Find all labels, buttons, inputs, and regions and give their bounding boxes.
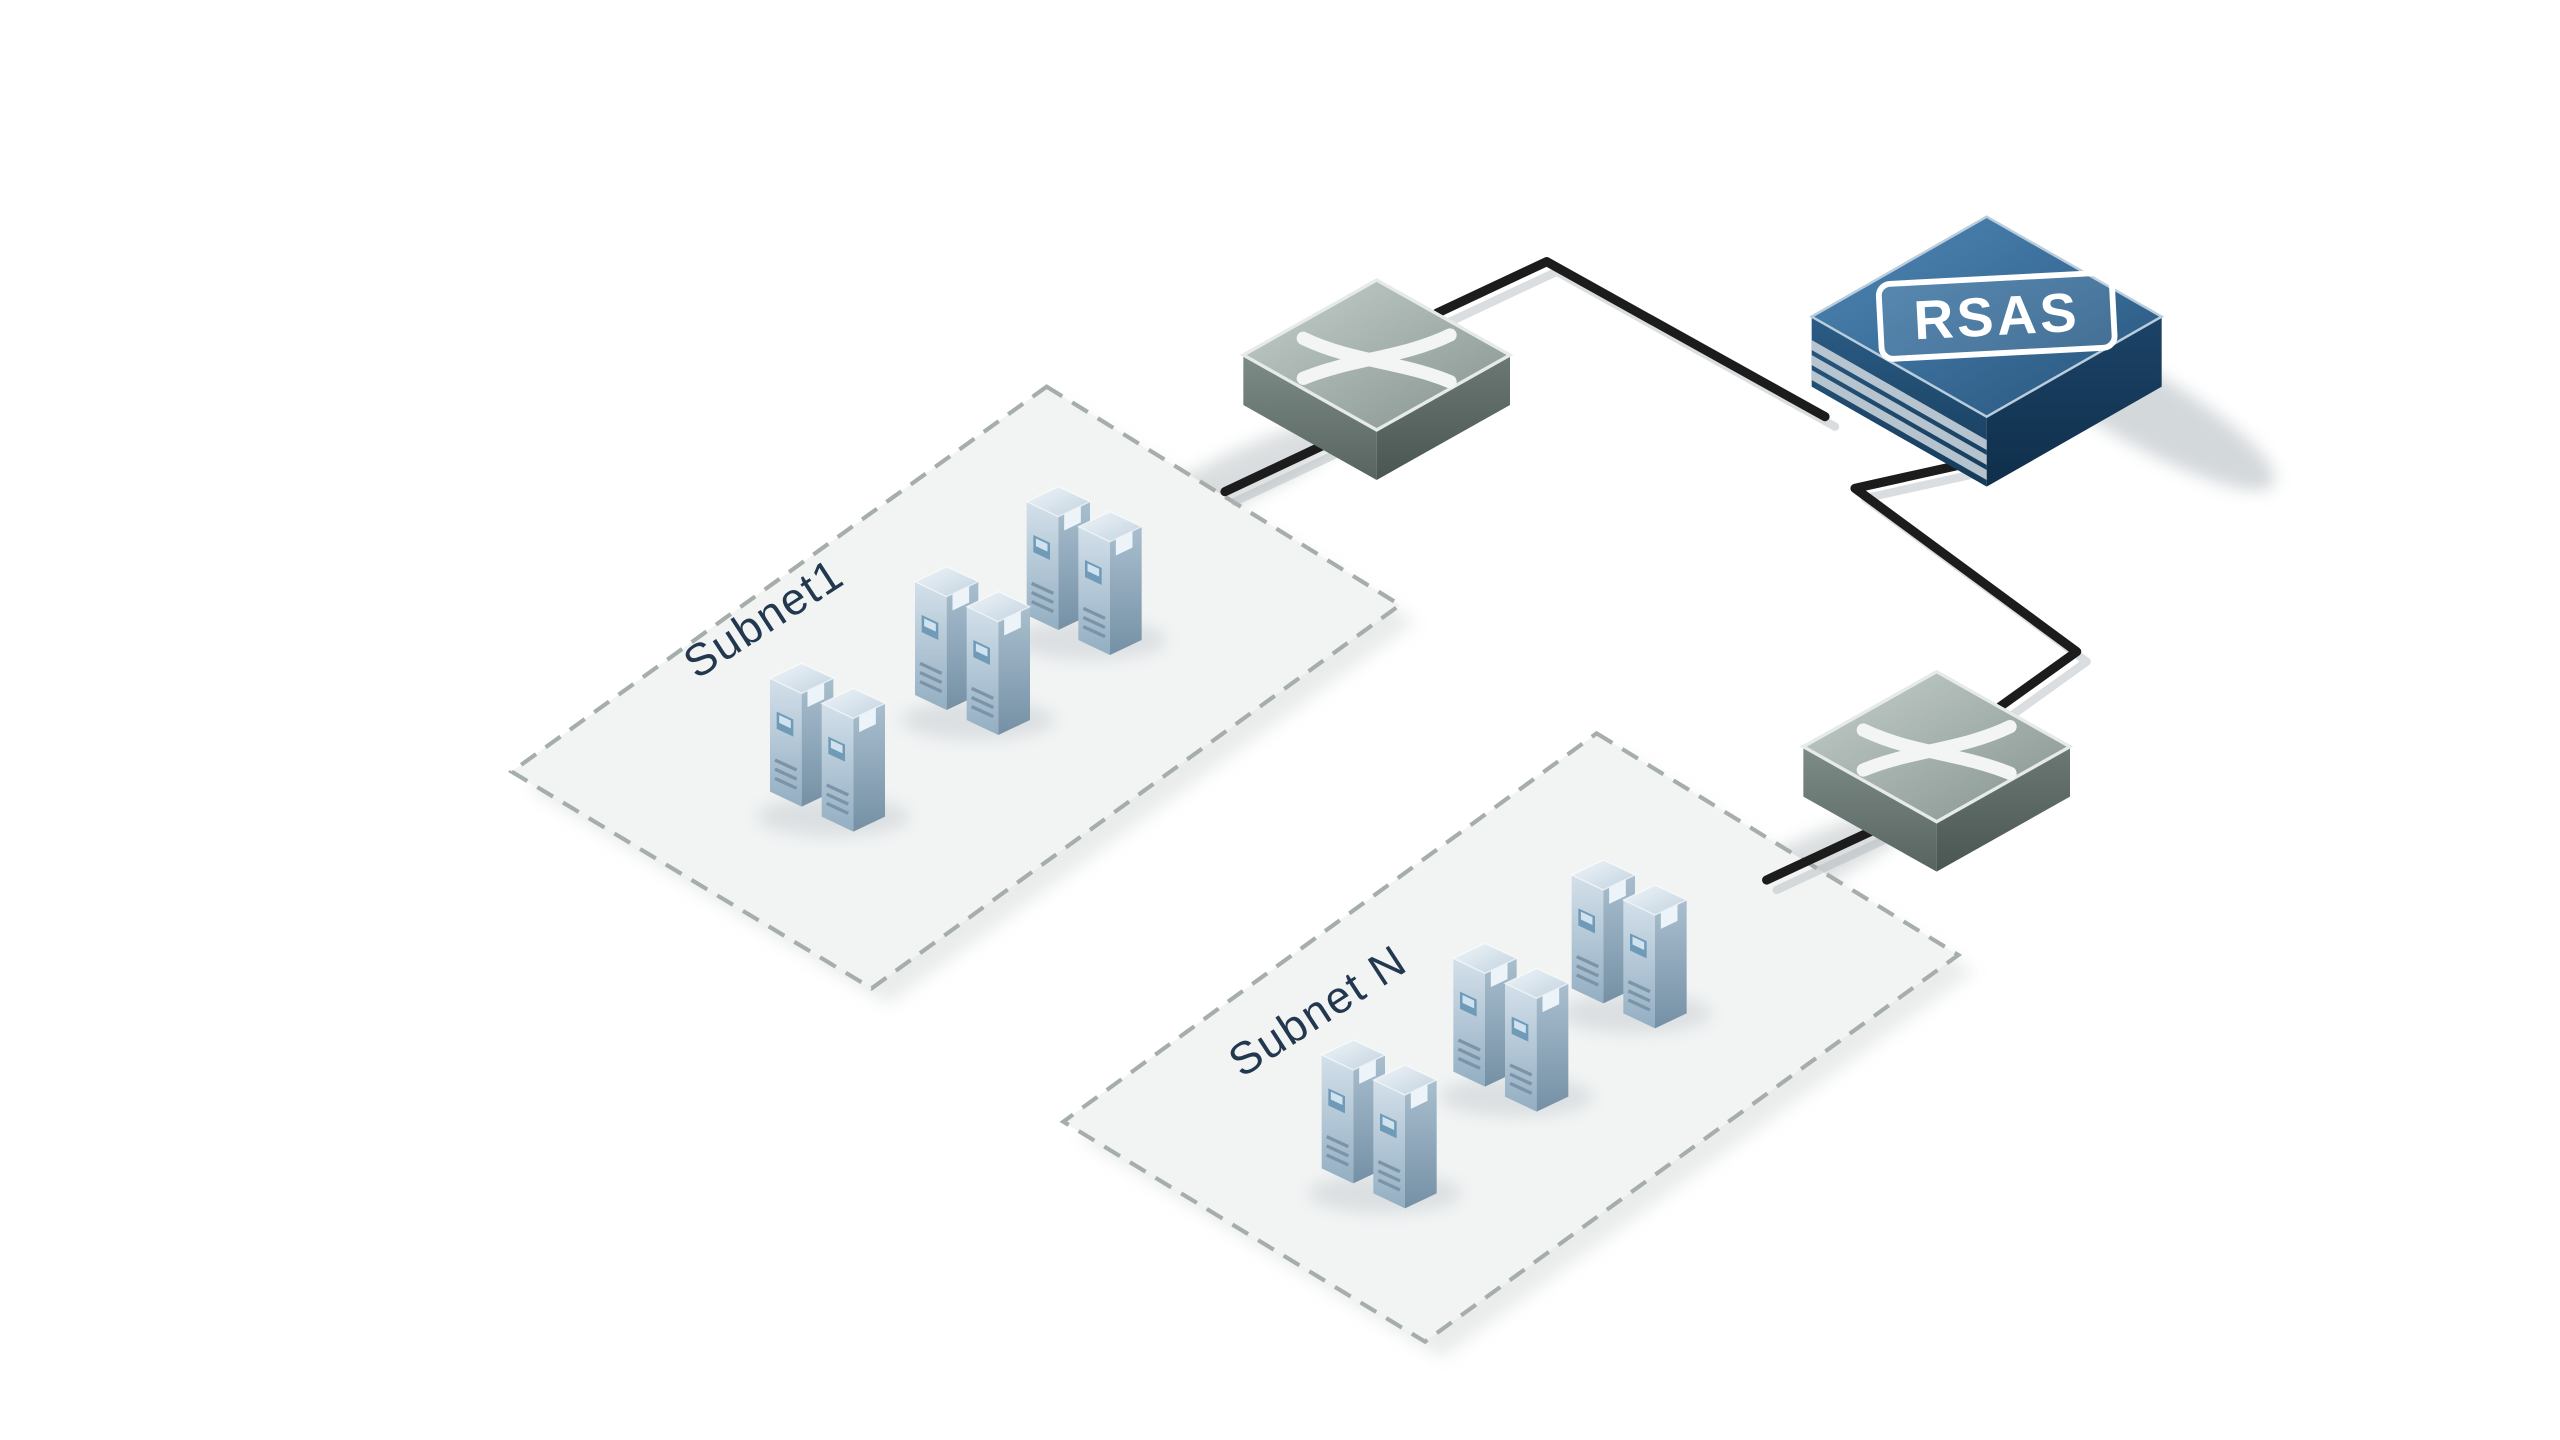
rsas-appliance: RSAS xyxy=(1809,215,2165,487)
rsas-plaque-border xyxy=(1875,269,2118,362)
rsas-side-face xyxy=(1986,316,2162,487)
link-rsas-switch2 xyxy=(1850,457,2082,712)
rsas-label: RSAS xyxy=(1912,281,2081,352)
link-switch1-rsas xyxy=(1432,257,1830,422)
rack-slat xyxy=(1811,355,1987,465)
rack-slat xyxy=(1811,340,1987,450)
rack-slat xyxy=(1811,370,1987,480)
rsas-plaque: RSAS xyxy=(1875,269,2118,362)
rsas-top-face xyxy=(1809,215,2165,419)
rack-appliance-icon xyxy=(1811,316,1987,487)
